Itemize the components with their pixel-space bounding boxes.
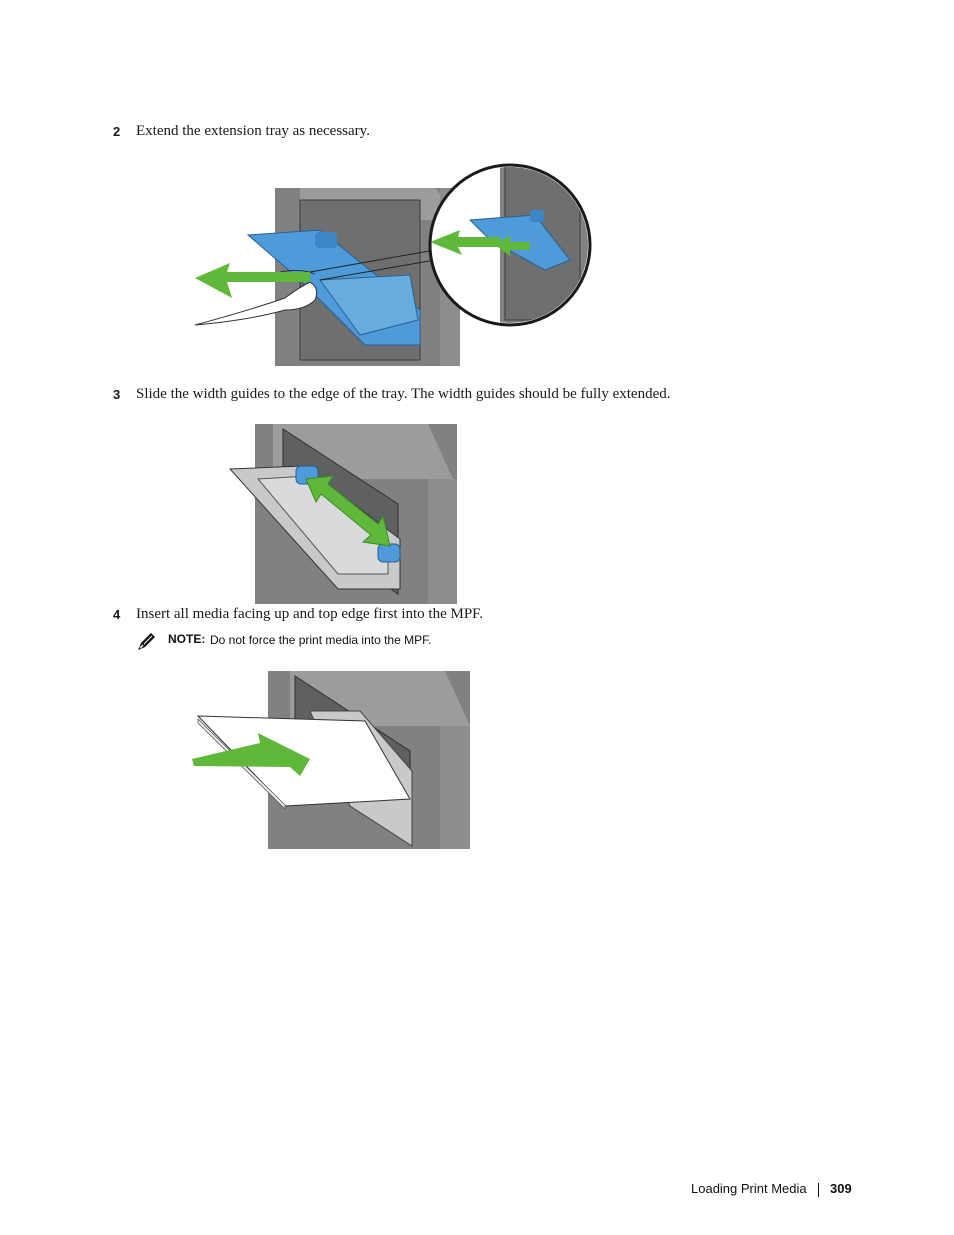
step-number: 4 [113, 607, 121, 622]
note-text: Do not force the print media into the MP… [210, 633, 432, 647]
step-number: 3 [113, 387, 121, 402]
pencil-note-icon [136, 630, 158, 652]
extend-tray-illustration [194, 163, 592, 366]
note-label: NOTE: [168, 632, 206, 646]
step-text: Extend the extension tray as necessary. [136, 123, 370, 139]
insert-media-illustration [192, 671, 470, 849]
footer-section-title: Loading Print Media [691, 1181, 807, 1196]
step-text: Insert all media facing up and top edge … [136, 606, 484, 622]
width-guides-illustration [228, 424, 457, 604]
footer-divider [818, 1183, 819, 1197]
page-number: 309 [830, 1181, 852, 1196]
step-text: Slide the width guides to the edge of th… [136, 386, 671, 402]
step-number: 2 [113, 124, 121, 139]
